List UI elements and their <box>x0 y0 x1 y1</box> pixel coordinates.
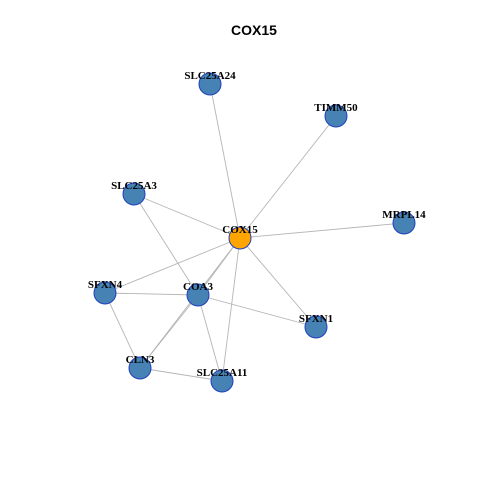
node-label-slc25a3: SLC25A3 <box>111 180 157 192</box>
node-label-cln3: CLN3 <box>126 354 155 366</box>
edge-coa3-cln3 <box>139 294 199 369</box>
node-label-mrpl14: MRPL14 <box>382 209 426 221</box>
node-label-slc25a24: SLC25A24 <box>184 70 236 82</box>
edge-cln3-slc25a11 <box>139 367 223 382</box>
nodes-layer <box>93 72 416 393</box>
node-timm50[interactable] <box>324 104 348 128</box>
edge-cox15-slc25a11 <box>221 237 241 382</box>
edge-cox15-mrpl14 <box>239 222 405 239</box>
edge-cox15-timm50 <box>239 115 337 239</box>
node-sfxn1[interactable] <box>304 315 328 339</box>
node-label-cox15: COX15 <box>222 224 258 236</box>
edge-cox15-sfxn1 <box>239 237 317 328</box>
edge-coa3-slc25a11 <box>197 294 223 382</box>
node-slc25a11[interactable] <box>210 369 234 393</box>
node-mrpl14[interactable] <box>392 211 416 235</box>
node-sfxn4[interactable] <box>93 281 117 305</box>
node-slc25a24[interactable] <box>198 72 222 96</box>
node-cln3[interactable] <box>128 356 152 380</box>
node-coa3[interactable] <box>186 283 210 307</box>
edge-sfxn4-coa3 <box>104 292 199 296</box>
node-slc25a3[interactable] <box>122 182 146 206</box>
node-label-slc25a11: SLC25A11 <box>197 367 248 379</box>
node-label-sfxn4: SFXN4 <box>88 279 123 291</box>
node-label-timm50: TIMM50 <box>314 102 358 114</box>
edge-coa3-sfxn1 <box>197 294 317 328</box>
node-cox15[interactable] <box>228 226 252 250</box>
edge-slc25a3-coa3 <box>133 193 199 296</box>
edge-sfxn4-cln3 <box>104 292 141 369</box>
node-label-coa3: COA3 <box>183 281 213 293</box>
graph-title: COX15 <box>231 22 277 38</box>
edge-cox15-slc25a24 <box>209 83 241 239</box>
node-label-sfxn1: SFXN1 <box>299 313 333 325</box>
edge-cox15-sfxn4 <box>104 237 241 294</box>
edge-cox15-slc25a3 <box>133 193 241 239</box>
edges-layer <box>104 83 405 382</box>
